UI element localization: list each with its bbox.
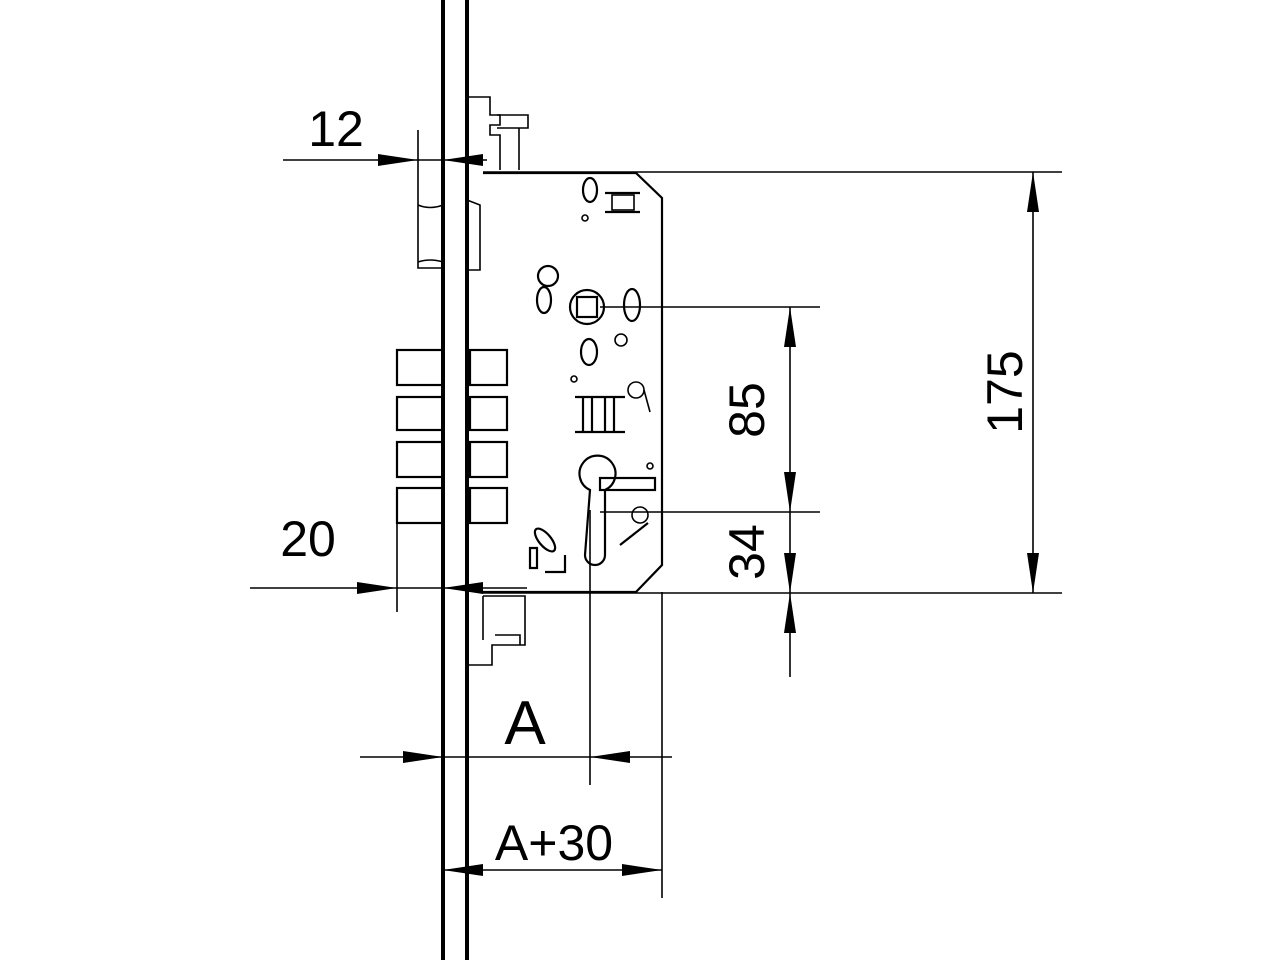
dim-12-label: 12 [308, 101, 364, 157]
deadbolts [395, 348, 509, 612]
dimension-20: 20 [250, 511, 527, 594]
dimension-175: 175 [483, 171, 1062, 594]
dim-85-label: 85 [719, 382, 775, 438]
dimension-a-plus-30: A+30 [443, 592, 663, 898]
cylinder-cutout [578, 454, 617, 567]
latch-bolt [417, 130, 481, 271]
dim-a-label: A [504, 689, 546, 758]
dimension-12: 12 [283, 101, 487, 166]
dimension-a: A [360, 510, 672, 785]
spindle-square [575, 295, 599, 319]
lock-body [483, 171, 664, 594]
dim-175-label: 175 [977, 350, 1033, 433]
strike-plate-top [467, 96, 529, 170]
dim-34-label: 34 [719, 524, 775, 580]
spindle-hub [568, 288, 606, 326]
dim-a30-label: A+30 [495, 815, 613, 871]
faceplate [441, 0, 469, 960]
dim-20-label: 20 [280, 511, 336, 567]
strike-plate-bottom [467, 595, 526, 666]
dimension-85-34: 85 34 [600, 306, 820, 677]
